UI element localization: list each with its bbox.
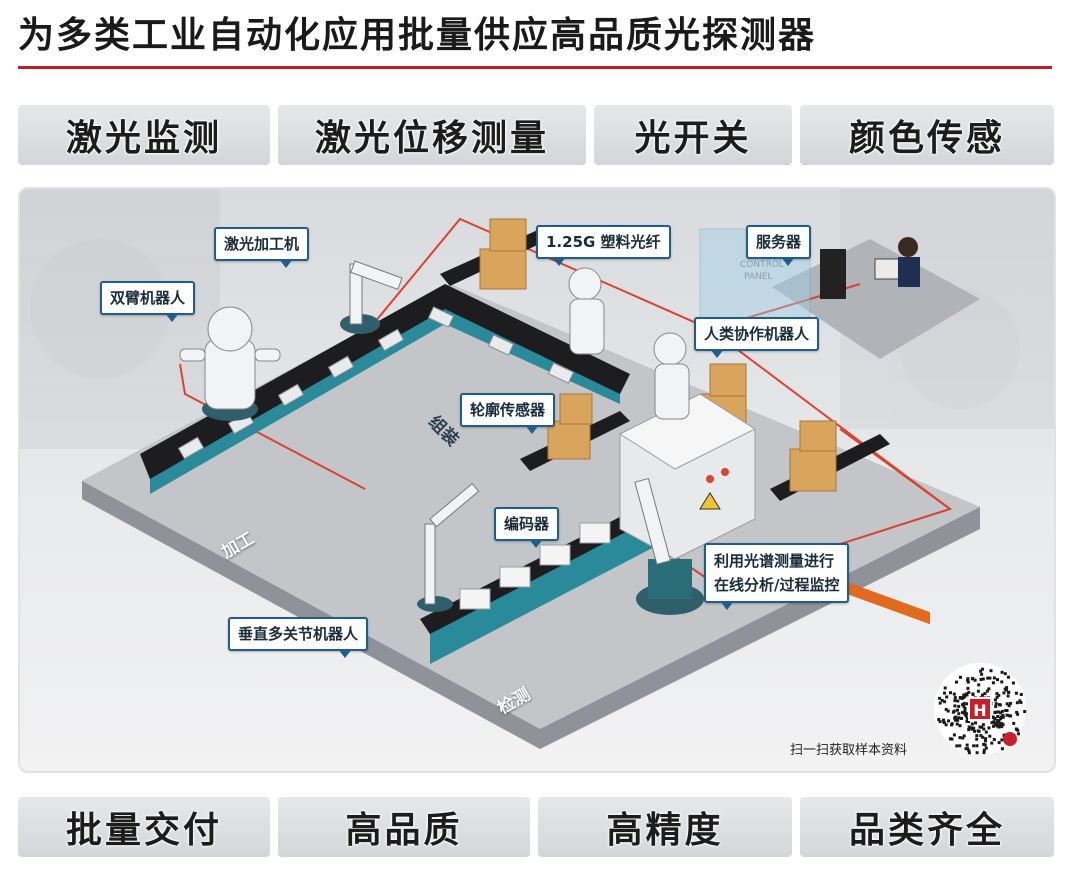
tag-laser-monitoring: 激光监测 [18,105,270,165]
humanoid-cobots [568,267,690,420]
page-title: 为多类工业自动化应用批量供应高品质光探测器 [18,15,817,56]
panel-label-line2: PANEL [744,272,772,282]
qr-code: H [934,663,1027,755]
callout-spectral-line2: 在线分析/过程监控 [714,576,840,594]
tag-high-precision: 高精度 [538,797,792,857]
callout-server: 服务器 [746,225,812,266]
qr-logo: H [973,701,986,720]
qr-caption: 扫一扫获取样本资料 [790,743,908,758]
panel-label-line1: CONTROL [740,260,784,270]
callout-contour-sensor: 轮廓传感器 [460,393,556,434]
callout-spectral-analysis: 利用光谱测量进行 在线分析/过程监控 [704,543,850,610]
tag-color-sensing: 颜色传感 [800,105,1054,165]
dual-arm-robot [179,306,281,421]
server-workstation [820,237,930,625]
tag-laser-displacement: 激光位移测量 [278,105,586,165]
tag-high-quality: 高品质 [278,797,530,857]
title-divider [18,66,1052,69]
tag-optical-switch: 光开关 [594,105,792,165]
callout-encoder: 编码器 [494,507,560,548]
callout-dual-arm-robot: 双臂机器人 [100,281,196,322]
factory-illustration: CONTROL PANEL H 激光加工机 双臂机器人 1.25G 塑料光纤 服… [18,187,1056,773]
callout-cobot: 人类协作机器人 [694,317,820,358]
tag-batch-delivery: 批量交付 [18,797,270,857]
callout-spectral-line1: 利用光谱测量进行 [714,552,835,570]
conveyor-inspection [420,499,670,664]
callout-laser-machine: 激光加工机 [214,227,310,268]
feature-tags: 批量交付 高品质 高精度 品类齐全 [18,797,1054,857]
vertical-articulated-robots [417,477,704,615]
factory-scene-graphic: CONTROL PANEL H [20,189,1054,755]
application-tags: 激光监测 激光位移测量 光开关 颜色传感 [18,105,1054,165]
tag-full-range: 品类齐全 [800,797,1054,857]
conveyor-assembly [140,284,630,494]
robot-arm-laser [340,260,403,334]
callout-plastic-fiber: 1.25G 塑料光纤 [536,225,671,266]
callout-vertical-robot: 垂直多关节机器人 [228,617,369,658]
